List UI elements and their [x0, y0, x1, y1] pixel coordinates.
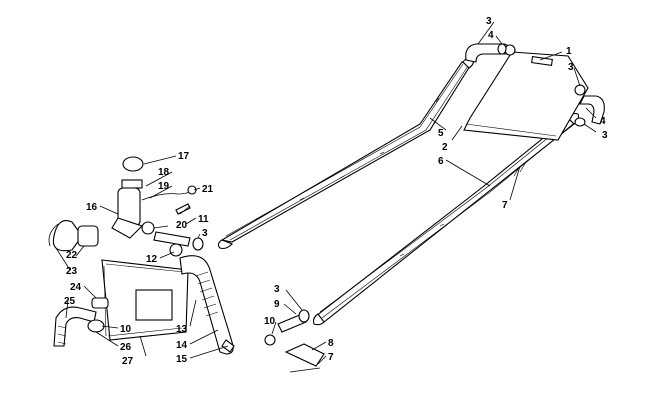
- plate-part-1: [463, 51, 589, 141]
- callout-3-top-left: 3: [486, 16, 492, 27]
- callout-17: 17: [178, 151, 190, 162]
- callout-18: 18: [158, 167, 170, 178]
- coolant-bottle-assembly: [48, 156, 204, 252]
- callout-19: 19: [158, 181, 170, 192]
- callout-1: 1: [566, 46, 572, 57]
- callout-20: 20: [176, 220, 188, 231]
- top-hose-assembly: [465, 43, 605, 127]
- callout-3-right: 3: [602, 130, 608, 141]
- callout-7-lower: 7: [328, 352, 334, 363]
- lower-hoses: [169, 243, 235, 355]
- bottom-fittings: [264, 309, 325, 373]
- drain-hose-assembly: [53, 297, 109, 347]
- callout-10-left: 10: [120, 324, 132, 335]
- callout-22: 22: [66, 250, 78, 261]
- heat-exchanger-upper: [217, 56, 475, 250]
- callout-16: 16: [86, 202, 98, 213]
- callout-26: 26: [120, 342, 132, 353]
- callout-3-top-right: 3: [568, 62, 574, 73]
- callout-7-upper: 7: [502, 200, 508, 211]
- callout-25: 25: [64, 296, 76, 307]
- callout-8: 8: [328, 338, 334, 349]
- callout-14: 14: [176, 340, 188, 351]
- callout-13: 13: [176, 324, 188, 335]
- callout-15: 15: [176, 354, 188, 365]
- heat-exchanger-lower: [312, 112, 580, 326]
- callout-21: 21: [202, 184, 214, 195]
- callout-4-right: 4: [600, 116, 606, 127]
- callout-4-top: 4: [488, 30, 494, 41]
- callout-5: 5: [438, 128, 444, 139]
- mounting-panel: [101, 259, 189, 341]
- callout-10-right: 10: [264, 316, 276, 327]
- callout-2: 2: [442, 142, 448, 153]
- callout-27: 27: [122, 356, 134, 367]
- leader-lines: [55, 21, 597, 365]
- callout-6: 6: [438, 156, 444, 167]
- callout-3-bottom: 3: [274, 284, 280, 295]
- callout-23: 23: [66, 266, 78, 277]
- callout-11: 11: [198, 214, 209, 225]
- callout-24: 24: [70, 282, 82, 293]
- callout-9: 9: [274, 299, 280, 310]
- callout-3-middle: 3: [202, 228, 208, 239]
- callout-12: 12: [146, 254, 158, 265]
